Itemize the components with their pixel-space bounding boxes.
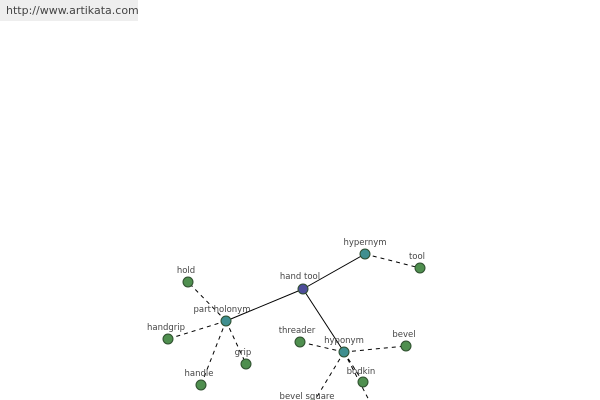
node-handgrip[interactable] <box>162 333 174 345</box>
node-label-handgrip: handgrip <box>147 323 185 333</box>
edge-part-holonym-handle <box>200 320 227 386</box>
edge-hyponym-bodkin <box>343 351 364 383</box>
node-label-grip: grip <box>235 348 252 358</box>
node-label-bevel: bevel <box>392 330 415 340</box>
graph-labels: hand tool hypernym tool part holonym hold han… <box>147 238 425 400</box>
node-bodkin[interactable] <box>357 376 369 388</box>
edge-hand-tool-part-holonym <box>225 288 304 322</box>
node-tool[interactable] <box>414 262 426 274</box>
edge-part-holonym-handgrip <box>167 320 227 340</box>
node-hyponym[interactable] <box>338 346 350 358</box>
url-label[interactable]: http://www.artikata.com <box>0 0 139 21</box>
node-label-handle: handle <box>185 369 214 379</box>
node-label-hand-tool: hand tool <box>280 272 320 282</box>
edge-hypernym-tool <box>364 253 421 269</box>
node-label-hypernym: hypernym <box>343 238 386 248</box>
node-label-bevel-square: bevel square <box>280 392 335 400</box>
edge-hyponym-bevel-square <box>314 351 345 400</box>
node-hand-tool[interactable] <box>297 283 309 295</box>
node-hypernym[interactable] <box>359 248 371 260</box>
edge-part-holonym-hold <box>187 281 227 322</box>
node-label-threader: threader <box>279 326 316 336</box>
node-threader[interactable] <box>294 336 306 348</box>
node-label-part-holonym: part holonym <box>194 305 251 315</box>
node-label-hyponym: hyponym <box>324 336 364 346</box>
graph-edges <box>167 253 421 400</box>
node-hold[interactable] <box>182 276 194 288</box>
graph-nodes <box>162 248 426 400</box>
edge-hand-tool-hypernym <box>302 253 366 290</box>
node-grip[interactable] <box>240 358 252 370</box>
node-label-tool: tool <box>409 252 425 262</box>
node-label-hold: hold <box>177 266 195 276</box>
edge-hyponym-bevel <box>343 345 407 353</box>
node-label-bodkin: bodkin <box>347 367 376 377</box>
edge-hyponym-offscreen-leaf <box>343 351 370 400</box>
node-part-holonym[interactable] <box>220 315 232 327</box>
node-bevel[interactable] <box>400 340 412 352</box>
edge-hand-tool-hyponym <box>302 288 345 353</box>
node-handle[interactable] <box>195 379 207 391</box>
